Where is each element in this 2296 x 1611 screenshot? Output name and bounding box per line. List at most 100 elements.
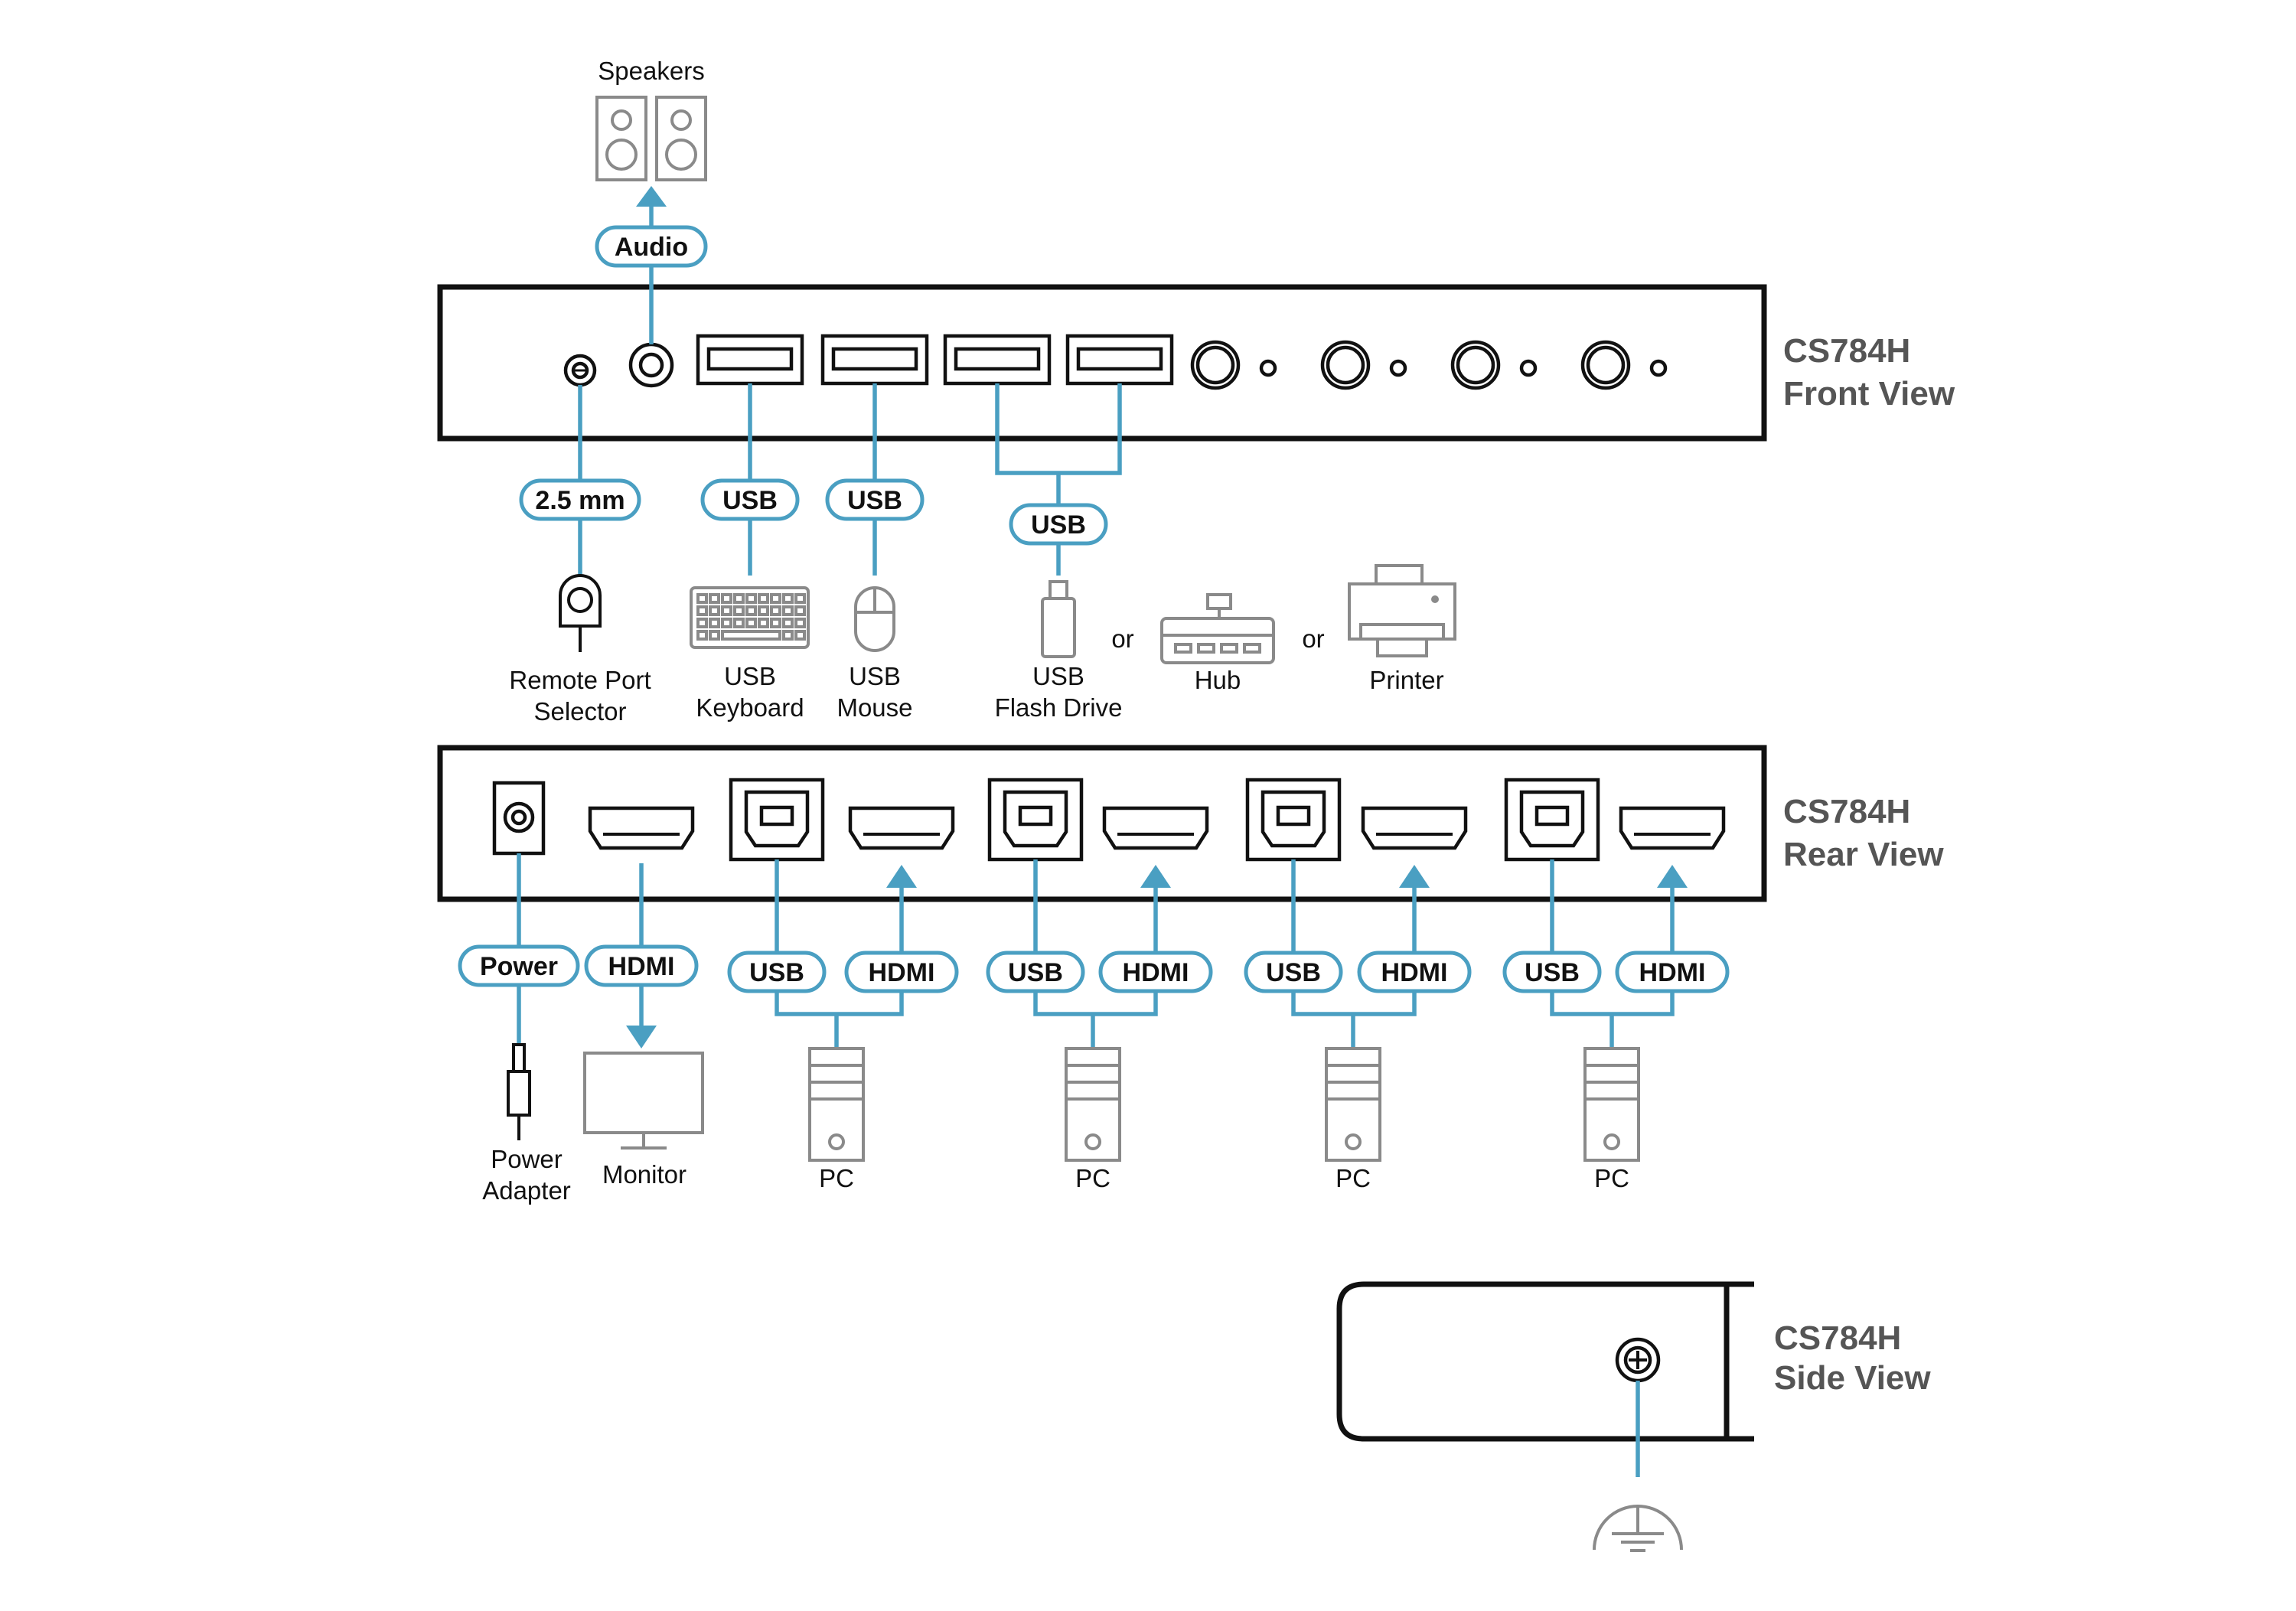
ground-screw-icon [1615, 1337, 1661, 1383]
keyboard-key [794, 618, 806, 628]
rear-view-heading: CS784H Rear View [1783, 793, 1944, 873]
monitor-label: Monitor [602, 1160, 687, 1189]
pc-connection-3: USB HDMI PC [1244, 859, 1472, 1192]
usb-port-keyboard [698, 336, 802, 383]
pc1-label: PC [819, 1164, 854, 1192]
keyboard-label-1: USB [724, 662, 776, 690]
ground-icon [1593, 1505, 1683, 1552]
keyboard-key [745, 593, 757, 604]
pc-connection-2: USB HDMI PC [986, 859, 1213, 1192]
mouse-usb-pill [825, 478, 925, 521]
svg-text:Power: Power [480, 952, 558, 981]
keyboard-key [721, 593, 732, 604]
remote-label-1: Remote Port [509, 666, 651, 694]
svg-text:USB: USB [749, 958, 804, 987]
pc-tower-icon [1065, 1047, 1121, 1162]
keyboard-key [733, 605, 745, 616]
rear-heading-model: CS784H [1783, 793, 1910, 830]
power-adapter-icon [507, 1043, 531, 1140]
pc2-usb-pill [986, 951, 1085, 993]
svg-text:HDMI: HDMI [1639, 958, 1706, 987]
audio-pill [595, 225, 708, 268]
speakers-label: Speakers [598, 57, 704, 85]
keyboard-key [782, 605, 794, 616]
front-view-heading: CS784H Front View [1783, 332, 1955, 413]
printer-icon [1348, 564, 1456, 657]
or-label-1: or [1111, 625, 1133, 653]
keyboard-key [794, 630, 806, 641]
svg-text:HDMI: HDMI [869, 958, 935, 987]
keyboard-key [782, 618, 794, 628]
hub-usb-pill [1009, 503, 1108, 546]
pc4-label: PC [1594, 1164, 1629, 1192]
keyboard-key [770, 618, 781, 628]
keyboard-icon [690, 586, 810, 649]
keyboard-key [721, 605, 732, 616]
printer-label: Printer [1369, 666, 1443, 694]
power-pill [458, 944, 580, 987]
hub-label: Hub [1195, 666, 1241, 694]
svg-text:2.5 mm: 2.5 mm [535, 486, 625, 515]
keyboard-key [770, 605, 781, 616]
svg-text:HDMI: HDMI [1123, 958, 1189, 987]
svg-text:USB: USB [847, 486, 902, 515]
usb-port-mouse [823, 336, 927, 383]
power-jack [492, 781, 546, 856]
keyboard-key [782, 630, 794, 641]
pc2-label: PC [1075, 1164, 1110, 1192]
monitor-icon [583, 1052, 704, 1150]
pc3-usb-pill [1244, 951, 1343, 993]
pc-tower-icon [1325, 1047, 1381, 1162]
mouse-label-1: USB [849, 662, 901, 690]
pc3-label: PC [1336, 1164, 1371, 1192]
keyboard-key [745, 618, 757, 628]
pc-port-group-1 [731, 780, 953, 859]
keyboard-key [696, 605, 708, 616]
pc1-usb-pill [727, 951, 827, 993]
flash-label-2: Flash Drive [995, 693, 1123, 722]
pc4-hdmi-pill [1615, 951, 1730, 993]
hdmi-out-port [590, 808, 693, 848]
mouse-icon [854, 586, 895, 652]
keyboard-key [794, 605, 806, 616]
side-view-heading: CS784H Side View [1774, 1319, 1931, 1397]
keyboard-key [782, 593, 794, 604]
port-selection-buttons [1190, 340, 1668, 390]
keyboard-label-2: Keyboard [696, 693, 804, 722]
keyboard-key [696, 593, 708, 604]
keyboard-key [696, 630, 708, 641]
keyboard-key [758, 618, 769, 628]
monitor-hdmi-pill [584, 944, 699, 987]
keyboard-usb-pill [700, 478, 800, 521]
pc-connection-1: USB HDMI PC [727, 859, 959, 1192]
pc2-hdmi-pill [1098, 951, 1213, 993]
svg-text:USB: USB [1266, 958, 1321, 987]
keyboard-key [709, 630, 720, 641]
side-heading-model: CS784H [1774, 1319, 1901, 1357]
pc-tower-icon [1583, 1047, 1640, 1162]
pc-tower-icon [808, 1047, 865, 1162]
hub-icon [1160, 593, 1275, 664]
keyboard-key [770, 593, 781, 604]
or-label-2: or [1302, 625, 1324, 653]
keyboard-key [696, 618, 708, 628]
mouse-label-2: Mouse [837, 693, 912, 722]
pc4-usb-pill [1502, 951, 1602, 993]
side-panel [1336, 1281, 1754, 1442]
keyboard-key [721, 618, 732, 628]
svg-text:HDMI: HDMI [1381, 958, 1448, 987]
flash-label-1: USB [1032, 662, 1084, 690]
svg-text:USB: USB [1031, 510, 1086, 540]
rear-heading-view: Rear View [1783, 836, 1944, 873]
monitor-arrow [626, 1026, 657, 1048]
power-label-2: Adapter [482, 1176, 571, 1205]
svg-text:USB: USB [1008, 958, 1063, 987]
front-panel [437, 284, 1767, 442]
keyboard-spacebar [721, 630, 781, 641]
keyboard-key [758, 593, 769, 604]
audio-arrow [636, 186, 667, 207]
pc3-hdmi-pill [1357, 951, 1472, 993]
remote-selector-icon [559, 574, 602, 652]
